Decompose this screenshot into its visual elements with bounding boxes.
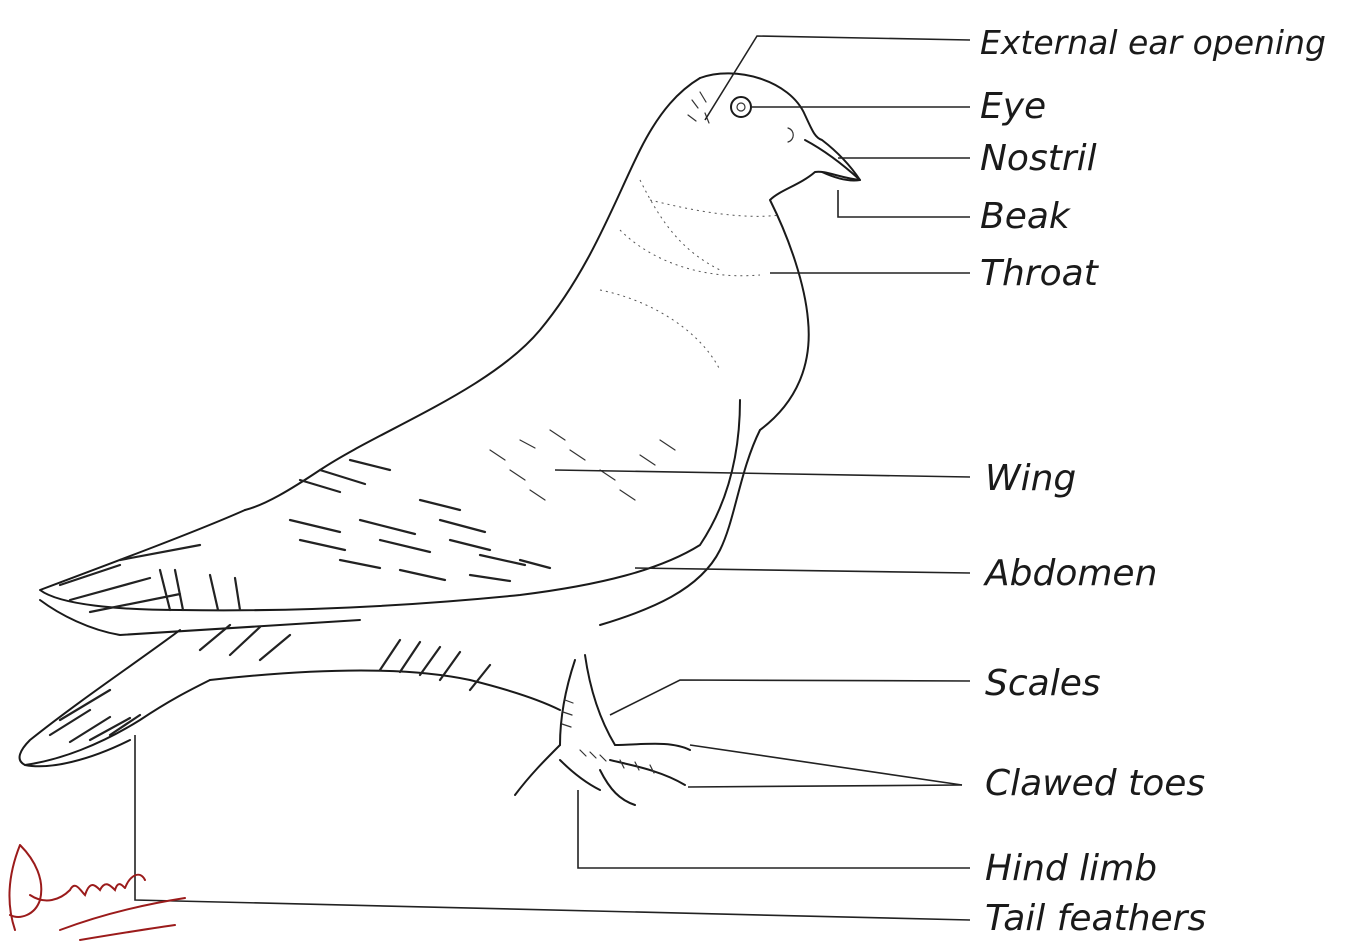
tail-outline — [20, 630, 210, 765]
leader-abdomen — [635, 568, 970, 573]
eye-inner — [737, 103, 745, 111]
foot-front — [600, 744, 690, 805]
eye-outer — [731, 97, 751, 117]
nostril-mark — [788, 128, 793, 142]
label-hind-limb: Hind limb — [985, 848, 1157, 889]
head-outline — [700, 73, 860, 430]
label-eye: Eye — [980, 86, 1046, 127]
label-external-ear-opening: External ear opening — [980, 23, 1326, 62]
underside — [210, 671, 560, 710]
label-scales: Scales — [985, 663, 1101, 704]
leader-wing — [555, 470, 970, 477]
label-tail-feathers: Tail feathers — [985, 898, 1206, 939]
leader-scales — [610, 680, 970, 715]
leader-tail — [135, 735, 970, 920]
label-beak: Beak — [980, 196, 1072, 237]
leader-claw-2 — [688, 785, 962, 787]
leader-hind-limb — [578, 790, 970, 868]
leader-lines — [135, 36, 970, 920]
leader-beak — [838, 190, 970, 217]
belly-outline — [600, 430, 760, 625]
pigeon-drawing — [20, 73, 860, 805]
leg-upper — [560, 655, 615, 745]
label-nostril: Nostril — [980, 138, 1097, 179]
label-wing: Wing — [985, 458, 1076, 499]
foot-back — [515, 745, 600, 795]
label-clawed-toes: Clawed toes — [985, 763, 1205, 804]
tail-hatching — [50, 690, 140, 742]
back-outline — [245, 78, 700, 510]
leader-claw-1 — [690, 745, 962, 785]
neck-stipple — [600, 180, 780, 370]
part-labels: External ear opening Eye Nostril Beak Th… — [980, 23, 1326, 939]
label-abdomen: Abdomen — [983, 553, 1157, 594]
handwritten-signature — [10, 845, 185, 940]
leg-scales — [562, 700, 654, 773]
label-throat: Throat — [980, 253, 1100, 294]
